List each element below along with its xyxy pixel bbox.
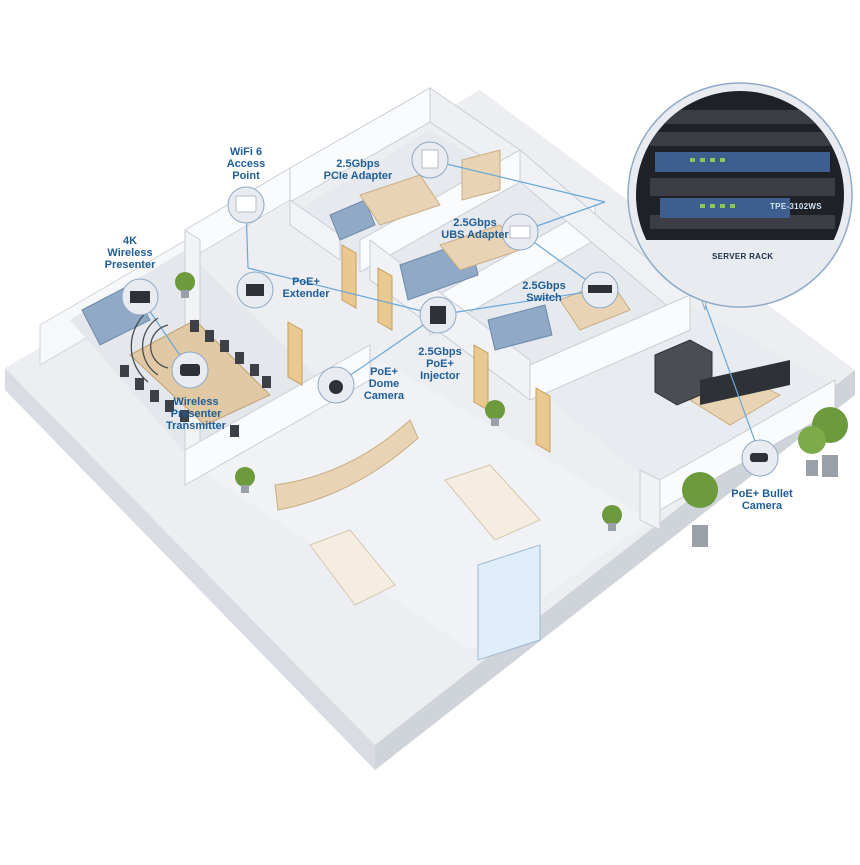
label-pcie-adapter: 2.5Gbps PCIe Adapter [323,158,393,182]
server-rack-title: SERVER RACK [712,252,774,261]
device-bubbles [121,141,779,477]
monitor-wall [700,360,790,405]
label-poe-injector: 2.5Gbps PoE+ Injector [418,346,462,382]
label-poe-dome-camera: PoE+ Dome Camera [363,366,405,402]
building-base-left [5,368,375,770]
bookshelf [461,149,501,201]
label-wireless-presenter-transmitter: Wireless Presenter Transmitter [166,396,226,432]
lobby-sofas [309,464,541,606]
entrance-door [477,544,541,661]
building-base-right [375,370,855,770]
label-poe-bullet-camera: PoE+ Bullet Camera [731,488,793,512]
reception-desk [274,419,419,511]
conference-chairs [120,320,271,437]
label-4k-wireless-presenter: 4K Wireless Presenter [104,235,156,271]
doors [287,244,551,453]
label-switch: 2.5Gbps Switch [522,280,566,304]
rack-model-label: TPE-3102WS [770,202,822,211]
plants [175,272,848,547]
server-rack-inset [627,82,853,311]
wireless-waves [130,310,169,383]
label-poe-extender: PoE+ Extender [282,276,330,300]
label-ubs-adapter: 2.5Gbps UBS Adapter [441,217,509,241]
label-wifi6-access-point: WiFi 6 Access Point [226,146,266,182]
